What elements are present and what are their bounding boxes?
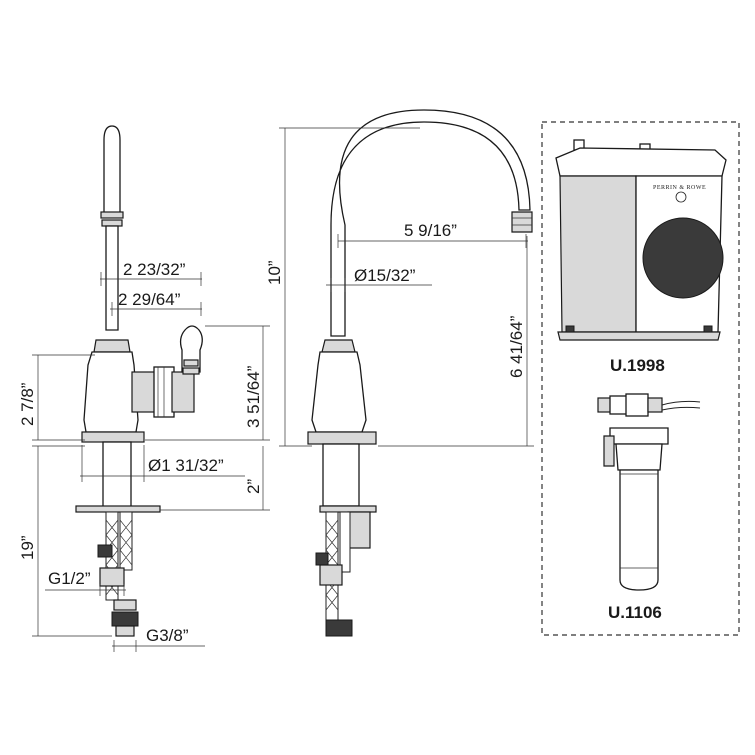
dim-handle-height: 3 51/64” — [244, 365, 263, 428]
dim-inlet-thread: G1/2” — [48, 569, 91, 588]
tank-dial — [642, 217, 724, 299]
brand-logo-icon — [675, 191, 687, 203]
dim-body-height: 2 7/8” — [18, 382, 37, 426]
dim-handle-offset: 2 29/64” — [118, 290, 181, 309]
dim-spout-diameter: Ø15/32” — [354, 266, 416, 285]
hot-water-tank — [555, 139, 727, 341]
faucet-side-view — [75, 125, 203, 637]
dim-spout-reach-side: 2 23/32” — [123, 260, 186, 279]
dim-outlet-thread: G3/8” — [146, 626, 189, 645]
dim-base-diameter: Ø1 31/32” — [148, 456, 224, 475]
water-filter — [597, 393, 701, 591]
tank-brand: PERRIN & ROWE — [653, 185, 706, 191]
dim-shank-length: 2” — [244, 479, 263, 494]
dim-total-height: 10” — [265, 260, 284, 285]
dim-spout-reach: 5 9/16” — [404, 221, 457, 240]
dim-supply-length: 19” — [18, 535, 37, 560]
model-u1998: U.1998 — [610, 356, 665, 375]
faucet-front-view — [307, 109, 533, 637]
left-dimensions — [32, 272, 270, 652]
middle-dimensions — [279, 127, 534, 447]
dim-spout-clearance: 6 41/64” — [507, 315, 526, 378]
accessories-panel — [541, 121, 740, 636]
model-u1106: U.1106 — [608, 603, 662, 622]
